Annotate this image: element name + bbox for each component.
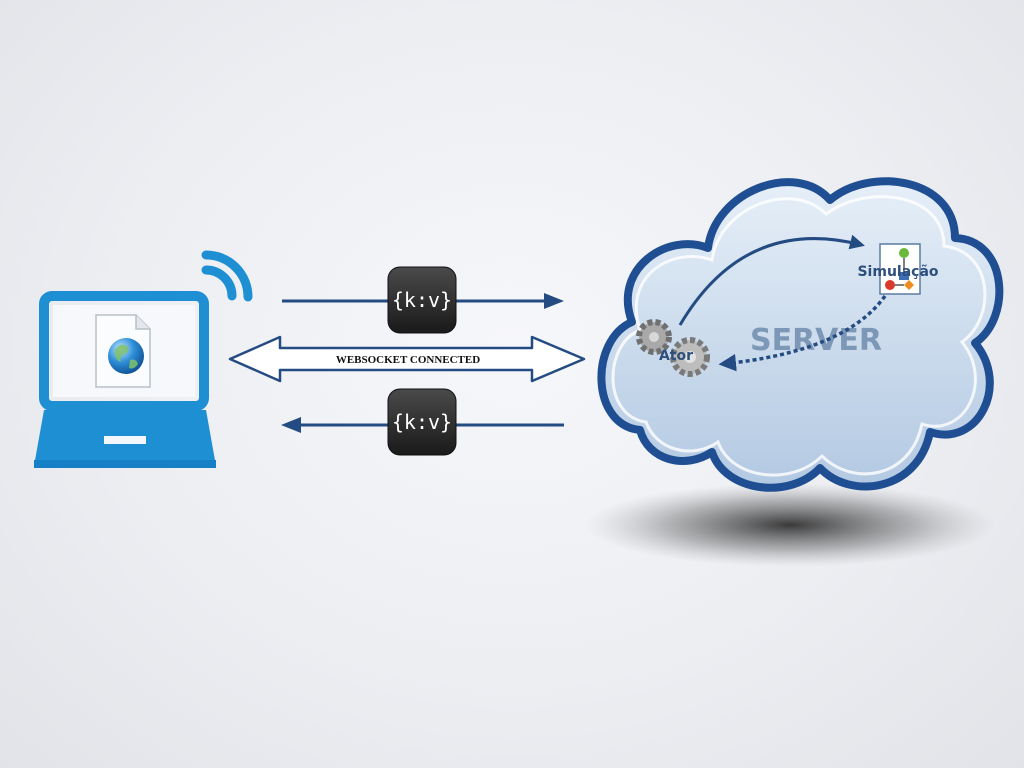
- flowchart-icon: [879, 243, 921, 295]
- cloud-shadow: [585, 483, 995, 567]
- actor-to-simulation-arrow: [678, 234, 865, 326]
- simulation-label: Simulação: [857, 264, 938, 280]
- response-badge-label: {k:v}: [392, 410, 452, 434]
- request-message-badge: {k:v}: [387, 266, 457, 334]
- actor-label: Ator: [659, 348, 693, 364]
- wifi-icon: [201, 250, 253, 302]
- websocket-label: WEBSOCKET CONNECTED: [336, 354, 480, 366]
- websocket-connection-arrow: WEBSOCKET CONNECTED: [228, 335, 586, 383]
- response-message-badge: {k:v}: [387, 388, 457, 456]
- simulation-to-actor-arrow: [718, 294, 887, 372]
- server-label: SERVER: [750, 323, 882, 358]
- gears-icon: [636, 319, 710, 377]
- request-badge-label: {k:v}: [392, 288, 452, 312]
- globe-document-icon: [95, 314, 151, 388]
